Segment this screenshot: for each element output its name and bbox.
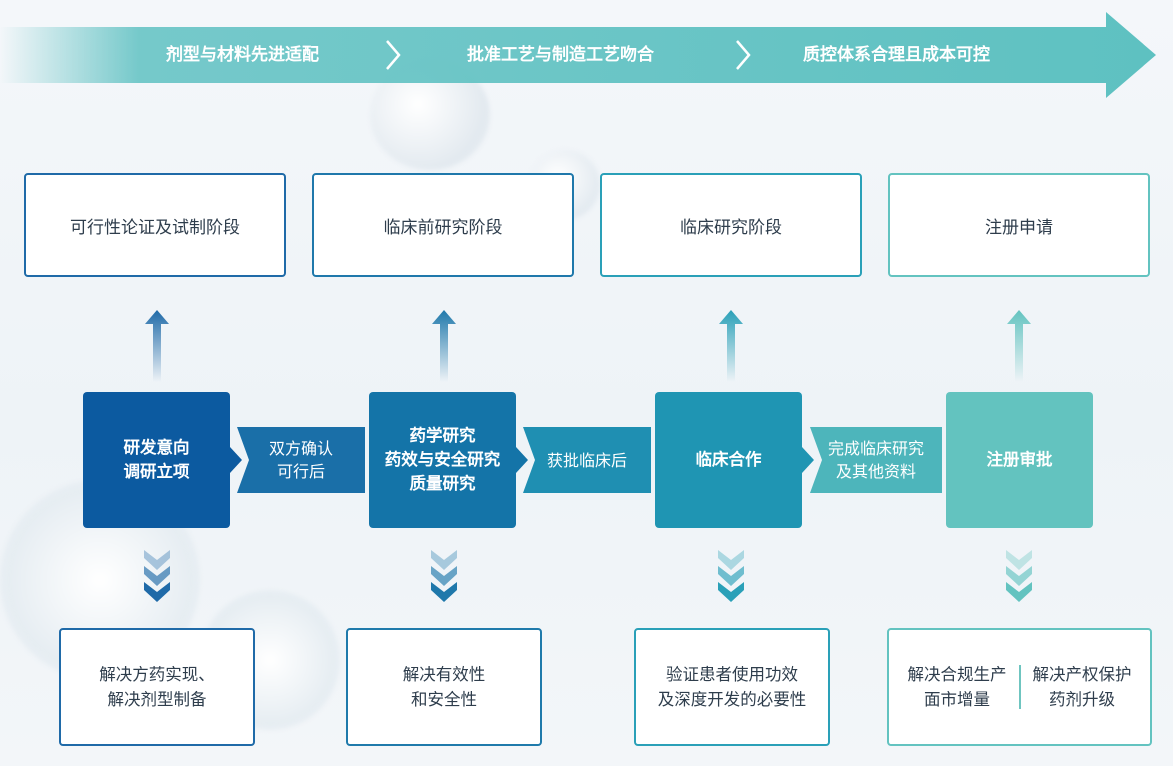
- connector-clinical-complete: 完成临床研究及其他资料: [810, 427, 942, 493]
- arrow-up-icon: [432, 310, 456, 382]
- block-registration-approval: 注册审批: [946, 392, 1093, 528]
- arrow-up-icon: [145, 310, 169, 382]
- result-verify-efficacy: 验证患者使用功效及深度开发的必要性: [634, 628, 830, 746]
- connector-clinical-approved: 获批临床后: [523, 427, 651, 493]
- result-efficacy-safety: 解决有效性和安全性: [346, 628, 542, 746]
- top-step-3: 质控体系合理且成本可控: [803, 45, 990, 65]
- result-production-ip: 解决合规生产面市增量 解决产权保护药剂升级: [887, 628, 1152, 746]
- chevron-down-icon: [718, 550, 744, 602]
- arrow-up-icon: [719, 310, 743, 382]
- result-production-compliance: 解决合规生产面市增量: [907, 665, 1007, 709]
- block-pharma-research: 药学研究药效与安全研究质量研究: [369, 392, 516, 528]
- result-ip-protection: 解决产权保护药剂升级: [1032, 665, 1132, 709]
- block-tip-icon: [802, 447, 814, 473]
- stage-feasibility: 可行性论证及试制阶段: [24, 173, 286, 277]
- result-divider: [1018, 665, 1021, 709]
- arrow-up-icon: [1007, 310, 1031, 382]
- chevron-right-icon: [736, 40, 751, 70]
- top-arrow-shape: [0, 12, 1156, 98]
- chevron-down-icon: [1006, 550, 1032, 602]
- stage-registration: 注册申请: [888, 173, 1150, 277]
- stage-clinical: 临床研究阶段: [600, 173, 862, 277]
- block-tip-icon: [516, 447, 528, 473]
- result-prescription-formulation: 解决方药实现、解决剂型制备: [59, 628, 255, 746]
- connector-confirm-feasible: 双方确认可行后: [237, 427, 365, 493]
- top-step-1: 剂型与材料先进适配: [166, 45, 319, 65]
- stage-preclinical: 临床前研究阶段: [312, 173, 574, 277]
- top-step-2: 批准工艺与制造工艺吻合: [467, 45, 654, 65]
- chevron-right-icon: [386, 40, 401, 70]
- chevron-down-icon: [144, 550, 170, 602]
- top-process-arrow: [0, 12, 1156, 98]
- block-tip-icon: [230, 447, 242, 473]
- block-clinical-cooperation: 临床合作: [655, 392, 802, 528]
- chevron-down-icon: [431, 550, 457, 602]
- block-project-initiation: 研发意向调研立项: [83, 392, 230, 528]
